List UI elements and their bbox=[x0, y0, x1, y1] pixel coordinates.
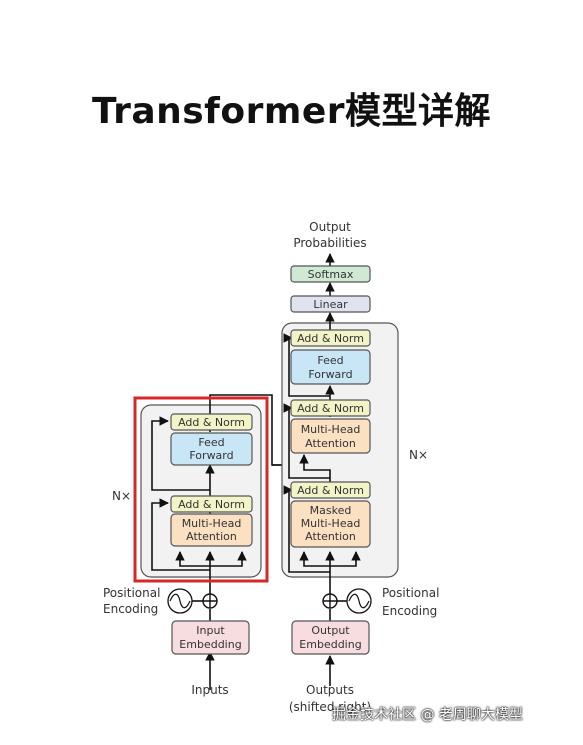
encoder-mha-label-1: Multi-Head bbox=[182, 517, 242, 530]
decoder-nx-label: N× bbox=[409, 448, 428, 462]
encoder-add-norm-top-label: Add & Norm bbox=[178, 416, 245, 429]
encoder-feed-forward bbox=[170, 432, 253, 466]
decoder-multi-head-attention bbox=[290, 418, 371, 454]
decoder-masked-label-1: Masked bbox=[310, 504, 352, 517]
softmax-box bbox=[290, 265, 371, 283]
decoder-masked-label-2: Multi-Head bbox=[301, 517, 361, 530]
decoder-positional-label-2: Encoding bbox=[382, 604, 437, 618]
output-embedding-label-1: Output bbox=[311, 624, 350, 637]
encoder-feed-forward-label-1: Feed bbox=[198, 436, 224, 449]
linear-box bbox=[290, 295, 371, 313]
decoder-mha-label-2: Attention bbox=[305, 437, 356, 450]
encoder-nx-label: N× bbox=[112, 489, 131, 503]
encoder-add-norm-bottom bbox=[170, 495, 253, 513]
encoder-mha-label-2: Attention bbox=[186, 530, 237, 543]
encoder-add-norm-bottom-label: Add & Norm bbox=[178, 498, 245, 511]
encoder-multi-head-attention bbox=[170, 513, 253, 547]
decoder-add-norm-bottom bbox=[290, 481, 371, 499]
decoder-add-norm-middle-label: Add & Norm bbox=[297, 402, 364, 415]
input-embedding-label-2: Embedding bbox=[179, 638, 241, 651]
output-embedding-box bbox=[291, 620, 370, 655]
decoder-feed-forward-label-1: Feed bbox=[317, 354, 343, 367]
input-embedding-box bbox=[171, 620, 250, 655]
decoder-feed-forward bbox=[290, 349, 371, 385]
linear-label: Linear bbox=[313, 298, 348, 311]
decoder-add-norm-middle bbox=[290, 399, 371, 417]
decoder-masked-label-3: Attention bbox=[305, 530, 356, 543]
decoder-add-norm-bottom-label: Add & Norm bbox=[297, 484, 364, 497]
decoder-mha-label-1: Multi-Head bbox=[301, 423, 361, 436]
encoder-positional-label-2: Encoding bbox=[103, 602, 158, 616]
encoder-highlight-frame bbox=[133, 396, 269, 583]
output-probabilities-label-1: Output bbox=[309, 220, 351, 234]
page-title: Transformer模型详解 bbox=[91, 91, 492, 132]
encoder-block bbox=[140, 404, 262, 578]
encoder-feed-forward-label-2: Forward bbox=[189, 449, 233, 462]
outputs-shifted-label: (shifted right) bbox=[289, 700, 371, 714]
output-probabilities-label-2: Probabilities bbox=[293, 236, 366, 250]
inputs-label: Inputs bbox=[191, 683, 228, 697]
output-embedding-label-2: Embedding bbox=[299, 638, 361, 651]
decoder-feed-forward-label-2: Forward bbox=[308, 368, 352, 381]
input-embedding-label-1: Input bbox=[196, 624, 225, 637]
decoder-positional-label-1: Positional bbox=[382, 586, 439, 600]
softmax-label: Softmax bbox=[308, 268, 354, 281]
outputs-label: Outputs bbox=[306, 683, 354, 697]
decoder-add-norm-top-label: Add & Norm bbox=[297, 332, 364, 345]
encoder-positional-label-1: Positional bbox=[103, 586, 160, 600]
watermark: 掘金技术社区 @ 老周聊大模型 bbox=[332, 707, 523, 723]
decoder-add-norm-top bbox=[290, 329, 371, 347]
encoder-add-norm-top bbox=[170, 413, 253, 431]
decoder-masked-attention bbox=[290, 500, 371, 548]
